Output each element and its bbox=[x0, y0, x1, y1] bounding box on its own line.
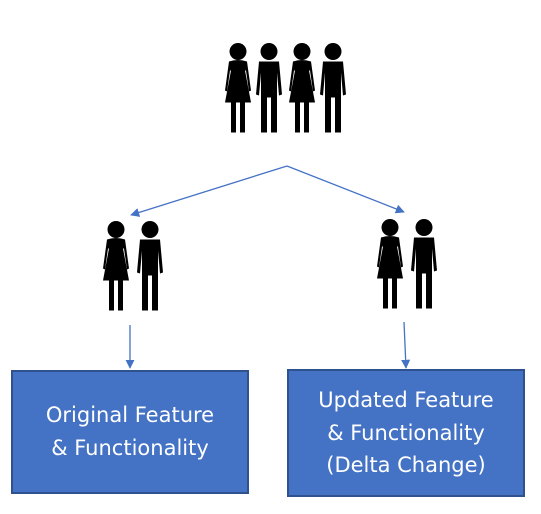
updated-feature-line-1: Updated Feature bbox=[318, 388, 494, 413]
connector-right bbox=[286, 165, 405, 214]
connector-left bbox=[130, 165, 288, 217]
updated-feature-line-2: & Functionality bbox=[327, 420, 485, 445]
original-feature-line-1: Original Feature bbox=[45, 403, 215, 428]
original-feature-line-2: & Functionality bbox=[51, 436, 209, 460]
updated-feature-line-3: (Delta Change) bbox=[326, 453, 486, 478]
couple-icon-right bbox=[377, 219, 437, 309]
original-feature-box: Original Feature & Functionality bbox=[11, 370, 249, 494]
couple-icon-left bbox=[103, 221, 163, 311]
arrow-right-to-box bbox=[401, 321, 411, 369]
connectors bbox=[125, 165, 411, 369]
group-of-four-people-icon bbox=[225, 43, 346, 133]
updated-feature-box: Updated Feature & Functionality (Delta C… bbox=[287, 369, 525, 497]
